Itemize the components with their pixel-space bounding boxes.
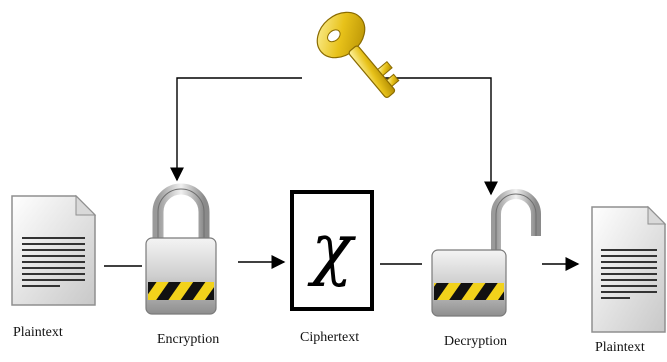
key-icon (316, 11, 400, 98)
key-feed-lines (170, 77, 498, 196)
encryption-label: Encryption (157, 332, 220, 347)
key-to-decryption-arrow (378, 77, 498, 196)
cipher-symbol: 𝜒 (307, 210, 356, 289)
plaintext-output-label: Plaintext (595, 340, 645, 355)
plaintext-output-document-icon (591, 205, 667, 333)
plaintext-input-label: Plaintext (13, 325, 63, 340)
plaintext-document-icon (11, 194, 97, 306)
open-padlock-icon (431, 189, 541, 317)
decryption-label: Decryption (444, 334, 507, 349)
ciphertext-box: 𝜒 (290, 190, 374, 311)
key-to-encryption-arrow (170, 77, 302, 182)
closed-padlock-icon (145, 183, 217, 315)
ciphertext-label: Ciphertext (300, 330, 360, 345)
